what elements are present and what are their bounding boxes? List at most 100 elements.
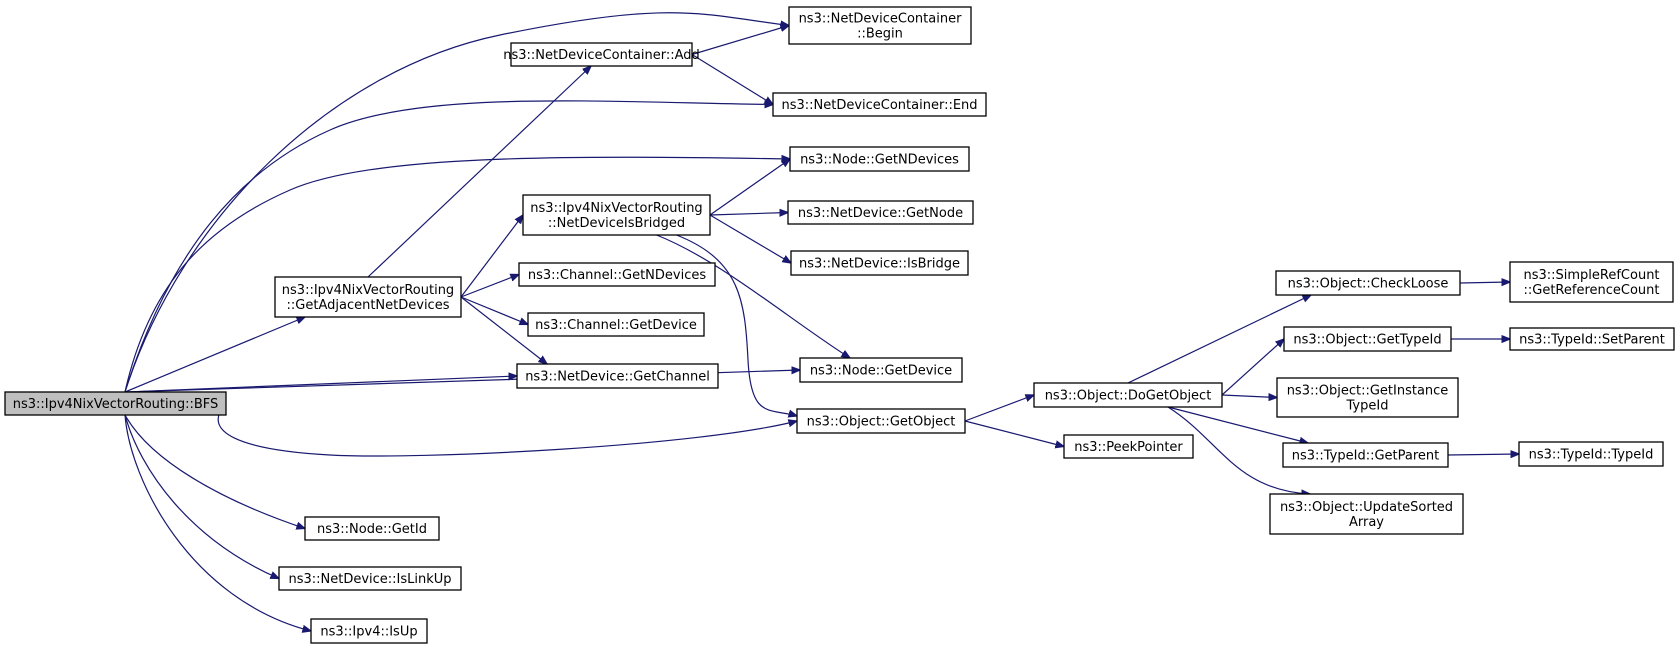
edge-object_dogetobject-to-object_getinstancetypeid [1221, 395, 1277, 398]
node-box [796, 408, 966, 434]
node-ipv4-isup[interactable]: ns3::Ipv4::IsUp [310, 618, 428, 644]
node-simplerefcount[interactable]: ns3::SimpleRefCount::GetReferenceCount [1509, 261, 1674, 303]
node-label: ns3::NetDevice::GetNode [798, 206, 963, 221]
node-label: ns3::TypeId::TypeId [1529, 448, 1654, 463]
node-label: ns3::Object::GetObject [807, 415, 956, 430]
node-netdev-isbridge[interactable]: ns3::NetDevice::IsBridge [790, 250, 969, 276]
node-label: ::GetAdjacentNetDevices [287, 298, 450, 313]
node-label: ns3::NetDevice::IsLinkUp [288, 572, 451, 587]
node-label: ns3::Ipv4::IsUp [320, 625, 417, 640]
node-box [522, 194, 711, 236]
edge-nix_getadjacent-to-netdev_getchannel [460, 296, 547, 364]
node-label: ns3::Channel::GetDevice [535, 318, 697, 333]
node-label: ns3::PeekPointer [1074, 440, 1183, 455]
node-node-getid[interactable]: ns3::Node::GetId [304, 516, 440, 541]
node-box [1509, 327, 1675, 351]
nodes-layer: ns3::Ipv4NixVectorRouting::BFSns3::NetDe… [4, 6, 1675, 644]
node-box [310, 618, 428, 644]
edge-object_dogetobject-to-object_checkloose [1127, 295, 1311, 384]
node-netdev-getnode[interactable]: ns3::NetDevice::GetNode [787, 200, 974, 225]
node-netdev-getchannel[interactable]: ns3::NetDevice::GetChannel [516, 363, 719, 389]
node-nix-getadjacent[interactable]: ns3::Ipv4NixVectorRouting::GetAdjacentNe… [274, 276, 462, 318]
node-label: ns3::TypeId::SetParent [1519, 333, 1665, 348]
node-box [789, 146, 970, 172]
node-box [1276, 377, 1459, 418]
node-typeid-setparent[interactable]: ns3::TypeId::SetParent [1509, 327, 1675, 351]
edge-ndc_add-to-ndc_end [691, 53, 773, 105]
edge-object_dogetobject-to-typeid_getparent [1167, 406, 1308, 443]
node-label: ns3::Object::GetTypeId [1293, 333, 1441, 348]
edge-bfs-to-node_getid [124, 414, 305, 529]
edge-ndc_add-to-ndc_begin [691, 26, 789, 56]
edge-bfs-to-node_getndevices [124, 157, 790, 393]
node-label: ns3::Object::UpdateSorted [1280, 500, 1453, 515]
node-nix-isbridged[interactable]: ns3::Ipv4NixVectorRouting::NetDeviceIsBr… [522, 194, 711, 236]
node-channel-getdevice[interactable]: ns3::Channel::GetDevice [527, 312, 705, 337]
node-box [788, 6, 972, 45]
edge-bfs-to-object_getobject [217, 403, 797, 457]
node-label: ns3::Object::DoGetObject [1045, 389, 1212, 404]
edge-bfs-to-ndc_begin [124, 12, 789, 393]
node-label: ns3::NetDeviceContainer::End [781, 98, 977, 113]
node-label: ns3::NetDeviceContainer::Add [503, 48, 700, 63]
node-label: ns3::Node::GetId [317, 522, 427, 537]
node-label: ns3::NetDevice::IsBridge [799, 257, 960, 272]
node-box [1269, 493, 1464, 535]
node-box [1033, 382, 1223, 408]
edge-bfs-to-ipv4_isup [124, 414, 311, 631]
node-box [518, 262, 716, 287]
node-object-dogetobject[interactable]: ns3::Object::DoGetObject [1033, 382, 1223, 408]
edge-object_getobject-to-peekpointer [964, 420, 1064, 447]
node-label: ns3::TypeId::GetParent [1292, 449, 1440, 464]
node-label: ns3::NetDeviceContainer [799, 12, 963, 27]
node-object-gettypeid[interactable]: ns3::Object::GetTypeId [1283, 326, 1452, 352]
node-label: ns3::Node::GetNDevices [800, 153, 959, 168]
node-node-getndevices[interactable]: ns3::Node::GetNDevices [789, 146, 970, 172]
node-label: Array [1349, 515, 1384, 530]
node-label: ns3::Ipv4NixVectorRouting [530, 201, 702, 216]
node-box [4, 391, 227, 416]
node-channel-getndevices[interactable]: ns3::Channel::GetNDevices [518, 262, 716, 287]
edge-object_checkloose-to-simplerefcount [1459, 282, 1510, 283]
node-netdev-islinkup[interactable]: ns3::NetDevice::IsLinkUp [278, 566, 462, 591]
node-typeid-getparent[interactable]: ns3::TypeId::GetParent [1282, 442, 1449, 468]
node-box [1063, 434, 1194, 459]
node-box [516, 363, 719, 389]
node-ndc-end[interactable]: ns3::NetDeviceContainer::End [772, 92, 987, 117]
node-label: ::Begin [857, 27, 903, 42]
node-label: ns3::Ipv4NixVectorRouting::BFS [13, 397, 219, 412]
node-node-getdevice[interactable]: ns3::Node::GetDevice [799, 357, 963, 383]
node-ndc-add[interactable]: ns3::NetDeviceContainer::Add [503, 42, 700, 67]
edge-nix_isbridged-to-node_getdevice [656, 234, 851, 358]
node-box [1283, 326, 1452, 352]
edge-object_getobject-to-object_dogetobject [964, 395, 1034, 422]
edge-nix_isbridged-to-object_getobject [676, 234, 798, 416]
node-label: ns3::Ipv4NixVectorRouting [282, 283, 454, 298]
edge-nix_isbridged-to-node_getndevices [709, 159, 790, 216]
node-typeid-typeid[interactable]: ns3::TypeId::TypeId [1518, 441, 1664, 467]
node-object-checkloose[interactable]: ns3::Object::CheckLoose [1275, 270, 1461, 296]
edge-bfs-to-netdev_islinkup [124, 414, 279, 579]
edge-nix_getadjacent-to-channel_getdevice [460, 296, 528, 325]
node-box [787, 200, 974, 225]
node-label: ns3::SimpleRefCount [1523, 268, 1659, 283]
node-box [1282, 442, 1449, 468]
node-label: ns3::NetDevice::GetChannel [525, 370, 710, 385]
edge-object_dogetobject-to-object_updatesorted [1167, 406, 1310, 494]
node-box [278, 566, 462, 591]
edges-layer [124, 12, 1519, 631]
node-label: ns3::Object::GetInstance [1287, 384, 1449, 399]
node-object-getobject[interactable]: ns3::Object::GetObject [796, 408, 966, 434]
node-bfs[interactable]: ns3::Ipv4NixVectorRouting::BFS [4, 391, 227, 416]
node-box [790, 250, 969, 276]
node-box [772, 92, 987, 117]
node-box [527, 312, 705, 337]
node-label: ns3::Channel::GetNDevices [528, 268, 707, 283]
node-peekpointer[interactable]: ns3::PeekPointer [1063, 434, 1194, 459]
node-label: ::GetReferenceCount [1524, 283, 1660, 298]
node-ndc-begin[interactable]: ns3::NetDeviceContainer::Begin [788, 6, 972, 45]
edge-nix_getadjacent-to-ndc_add [367, 66, 591, 278]
